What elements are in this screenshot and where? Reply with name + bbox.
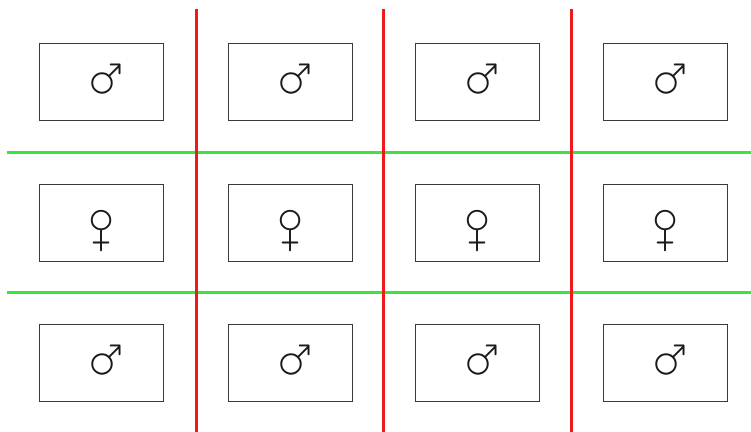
cell-r3-c4 xyxy=(603,324,728,402)
cell-r2-c4 xyxy=(603,184,728,262)
male-symbol-icon xyxy=(280,344,310,375)
male-symbol-icon xyxy=(467,63,497,94)
male-symbol-icon xyxy=(280,63,310,94)
cell-r2-c2 xyxy=(228,184,353,262)
female-symbol-icon xyxy=(654,209,676,252)
cell-r3-c2 xyxy=(228,324,353,402)
cell-r3-c3 xyxy=(415,324,540,402)
horizontal-divider-1 xyxy=(7,151,751,154)
vertical-divider-1 xyxy=(195,9,198,432)
male-symbol-icon xyxy=(655,63,685,94)
cell-r1-c4 xyxy=(603,43,728,121)
horizontal-divider-2 xyxy=(7,291,751,294)
male-symbol-icon xyxy=(91,63,121,94)
female-symbol-icon xyxy=(466,209,488,252)
cell-r2-c1 xyxy=(39,184,164,262)
cell-r1-c3 xyxy=(415,43,540,121)
vertical-divider-3 xyxy=(570,9,573,432)
female-symbol-icon xyxy=(279,209,301,252)
female-symbol-icon xyxy=(90,209,112,252)
cell-r1-c1 xyxy=(39,43,164,121)
male-symbol-icon xyxy=(91,344,121,375)
cell-r2-c3 xyxy=(415,184,540,262)
vertical-divider-2 xyxy=(382,9,385,432)
male-symbol-icon xyxy=(655,344,685,375)
male-symbol-icon xyxy=(467,344,497,375)
cell-r3-c1 xyxy=(39,324,164,402)
cell-r1-c2 xyxy=(228,43,353,121)
